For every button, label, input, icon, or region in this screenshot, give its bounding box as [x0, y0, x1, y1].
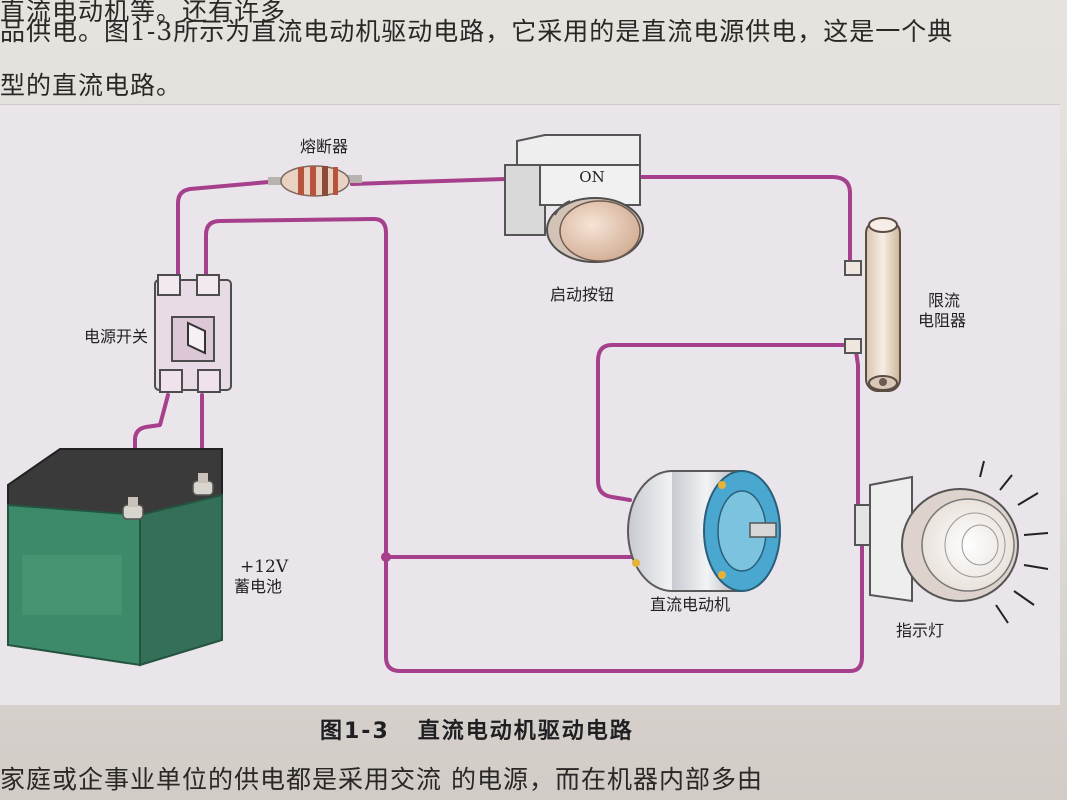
start-button: ON — [504, 134, 644, 263]
wire-battery-positive — [133, 393, 170, 507]
light-rays — [979, 460, 1049, 624]
figure-caption: 图1-3 直流电动机驱动电路 — [320, 713, 634, 745]
circuit-figure: ON — [0, 104, 1060, 705]
current-limit-resistor — [844, 217, 901, 392]
wire-resistor-to-lamp — [853, 343, 860, 507]
start-button-label: 启动按钮 — [550, 285, 615, 304]
battery-voltage-label: +12V — [240, 557, 289, 577]
circuit-diagram: ON — [7, 134, 1049, 673]
fuse-label: 熔断器 — [300, 137, 349, 156]
paragraph-line-3: 型的直流电路。 — [0, 71, 183, 100]
wire-switch-to-fuse — [176, 179, 282, 282]
wire-button-to-resistor — [638, 175, 852, 267]
indicator-lamp-label: 指示灯 — [896, 621, 945, 640]
resistor-label-line2: 电阻器 — [918, 311, 967, 330]
junction-dot — [381, 552, 391, 562]
figure-title: 直流电动机驱动电路 — [417, 719, 634, 744]
resistor-label-line1: 限流 — [928, 291, 961, 310]
button-on-text: ON — [579, 168, 604, 186]
motor-label: 直流电动机 — [650, 595, 731, 614]
figure-number: 图1-3 — [320, 719, 390, 744]
wire-switch-to-bus — [204, 217, 388, 559]
paragraph-line-2: 品供电。图1-3所示为直流电动机驱动电路，它采用的是直流电源供电，这是一个典 — [0, 17, 954, 46]
paragraph-line-1: 直流电动机等。还有许多 — [0, 0, 287, 26]
battery-label: 蓄电池 — [234, 577, 283, 596]
wire-resistor-to-motor — [596, 343, 857, 502]
paragraph-bottom-line: 家庭或企事业单位的供电都是采用交流 的电源，而在机器内部多由 — [0, 765, 763, 794]
wire-bottom-loop — [384, 543, 864, 673]
power-switch — [154, 274, 232, 393]
wire-fuse-to-button — [350, 177, 507, 186]
indicator-lamp — [854, 460, 1049, 624]
dc-motor — [627, 470, 781, 592]
battery — [7, 448, 223, 667]
power-switch-label: 电源开关 — [84, 327, 149, 346]
fuse — [268, 165, 362, 197]
